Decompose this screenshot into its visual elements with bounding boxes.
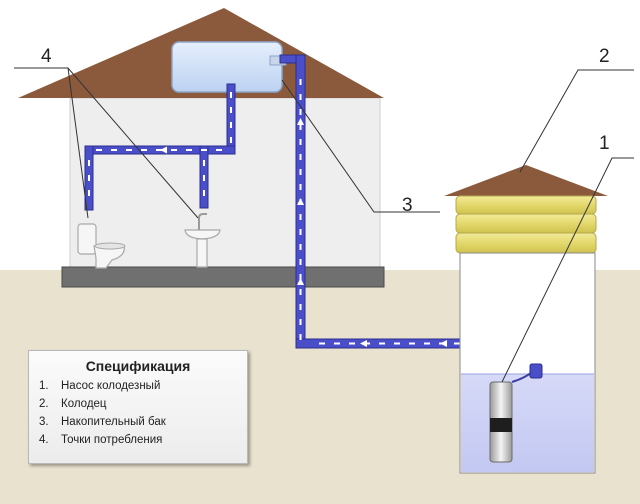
pump-float-switch (529, 363, 543, 379)
legend-item: 3. Накопительный бак (29, 413, 247, 431)
legend-item-number: 3. (39, 416, 49, 428)
callout-2: 2 (599, 46, 610, 67)
specification-legend: Спецификация 1. Насос колодезный 2. Колоде… (28, 350, 248, 464)
legend-item-number: 2. (39, 398, 49, 410)
legend-list: 1. Насос колодезный 2. Колодец 3. Накопител… (29, 377, 247, 449)
legend-item-number: 4. (39, 434, 49, 446)
well-log-2 (455, 213, 597, 234)
legend-item-text: Насос колодезный (61, 380, 161, 392)
legend-title: Спецификация (85, 358, 191, 374)
legend-item-text: Накопительный бак (61, 416, 166, 428)
legend-item-text: Точки потребления (61, 434, 163, 446)
legend-item-text: Колодец (61, 398, 107, 410)
pump (489, 363, 543, 463)
house (18, 8, 385, 288)
leader-1 (501, 157, 634, 383)
house-wall (69, 97, 381, 271)
legend-item: 4. Точки потребления (29, 431, 247, 449)
well-water (461, 374, 594, 472)
storage-tank (171, 41, 287, 93)
leader-2 (519, 69, 634, 173)
well-roof (444, 165, 608, 196)
callout-1: 1 (599, 133, 610, 154)
leader-3 (281, 79, 440, 213)
house-foundation (61, 266, 385, 288)
well-log-3 (455, 232, 597, 254)
leader-4b (67, 67, 89, 219)
legend-item: 2. Колодец (29, 395, 247, 413)
toilet (77, 223, 126, 269)
flow-arrows (160, 118, 447, 347)
pump-band (490, 418, 512, 432)
callout-3: 3 (402, 195, 413, 216)
leader-lines (14, 67, 634, 383)
callout-4: 4 (41, 46, 52, 67)
well-log-1 (455, 195, 597, 215)
sink (184, 213, 221, 268)
legend-item-number: 1. (39, 380, 49, 392)
well (444, 165, 608, 474)
legend-item: 1. Насос колодезный (29, 377, 247, 395)
